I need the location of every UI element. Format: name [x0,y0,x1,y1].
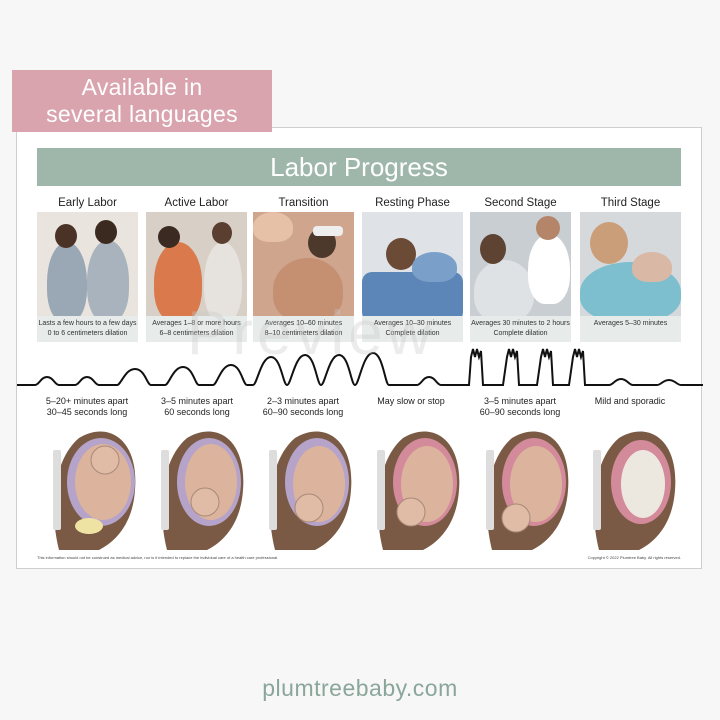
contraction-wave [17,348,703,387]
stage-transition: Transition Averages 10–60 minutes 8–10 c… [253,194,354,342]
stage-title: Early Labor [58,197,117,209]
caption-line-1: Averages 5–30 minutes [593,320,668,327]
caption-line-2: Complete dilation [385,330,440,337]
stage-title: Active Labor [164,197,229,209]
photo-early-labor [37,212,138,316]
badge-line-1: Available in [81,74,203,100]
caption-line-1: Averages 10–30 minutes [373,320,452,327]
site-url: plumtreebaby.com [262,675,458,701]
stage-title: Resting Phase [375,197,450,209]
copyright: Copyright © 2022 Plumtree Baby. All righ… [587,555,681,560]
stage-caption: Averages 1–8 or more hours 6–8 centimete… [146,316,247,342]
contraction-line-1: 3–5 minutes apart [483,396,557,406]
photo-second-stage [470,212,571,316]
contraction-line-2: 60–90 seconds long [262,407,344,417]
anatomy-illustration-transition [269,431,352,550]
contraction-line-1: Mild and sporadic [594,396,666,406]
stage-resting-phase: Resting Phase Averages 10–30 minutes Com… [362,194,463,342]
contraction-line-1: 5–20+ minutes apart [45,396,129,406]
contraction-line-2: 60 seconds long [164,407,230,417]
stage-caption: Averages 10–30 minutes Complete dilation [362,316,463,342]
caption-line-2: 0 to 6 centimeters dilation [47,330,128,337]
stage-caption: Averages 10–60 minutes 8–10 centimeters … [253,316,354,342]
contraction-early: 5–20+ minutes apart 30–45 seconds long [27,396,147,418]
badge-line-2: several languages [46,101,238,127]
stage-early-labor: Early Labor Lasts a few hours to a few d… [37,194,138,342]
stage-caption: Averages 30 minutes to 2 hours Complete … [470,316,571,342]
contraction-transition: 2–3 minutes apart 60–90 seconds long [243,396,363,418]
anatomy-illustration-active [161,431,244,550]
contraction-line-1: 2–3 minutes apart [266,396,340,406]
contraction-third: Mild and sporadic [570,396,690,407]
photo-third-stage [580,212,681,316]
stage-title: Third Stage [600,197,661,209]
preview-watermark: Preview [187,299,436,368]
contraction-line-2: 30–45 seconds long [46,407,128,417]
stage-title: Transition [278,197,329,209]
caption-line-1: Averages 10–60 minutes [264,320,343,327]
stage-active-labor: Active Labor Averages 1–8 or more hours … [146,194,247,342]
contraction-line-2: 60–90 seconds long [479,407,561,417]
stage-caption: Averages 5–30 minutes [580,316,681,342]
caption-line-1: Lasts a few hours to a few days [38,320,137,327]
contraction-active: 3–5 minutes apart 60 seconds long [137,396,257,418]
poster: Labor Progress Early Labor Lasts a few h… [16,127,703,569]
contraction-line-1: 3–5 minutes apart [160,396,234,406]
caption-line-2: 6–8 centimeters dilation [159,330,234,337]
contraction-resting: May slow or stop [351,396,471,407]
anatomy-illustration-resting [377,431,460,550]
stage-second-stage: Second Stage Averages 30 minutes to 2 ho… [470,194,571,342]
caption-line-1: Averages 1–8 or more hours [152,320,241,327]
contraction-line-1: May slow or stop [377,396,445,406]
contraction-second: 3–5 minutes apart 60–90 seconds long [460,396,580,418]
poster-title: Labor Progress [37,148,681,186]
anatomy-illustration-second [486,431,569,550]
stage-third-stage: Third Stage Averages 5–30 minutes [580,194,681,342]
photo-active-labor [146,212,247,316]
anatomy-illustration-early [53,431,136,550]
caption-line-2: 8–10 centimeters dilation [264,330,343,337]
stage-caption: Lasts a few hours to a few days 0 to 6 c… [37,316,138,342]
caption-line-1: Averages 30 minutes to 2 hours [471,320,570,327]
stage-title: Second Stage [484,197,557,209]
caption-line-2: Complete dilation [493,330,548,337]
photo-resting-phase [362,212,463,316]
anatomy-illustration-third [593,431,676,550]
photo-transition [253,212,354,316]
disclaimer: This information should not be construed… [37,555,279,560]
languages-badge: Available in several languages [12,70,272,132]
